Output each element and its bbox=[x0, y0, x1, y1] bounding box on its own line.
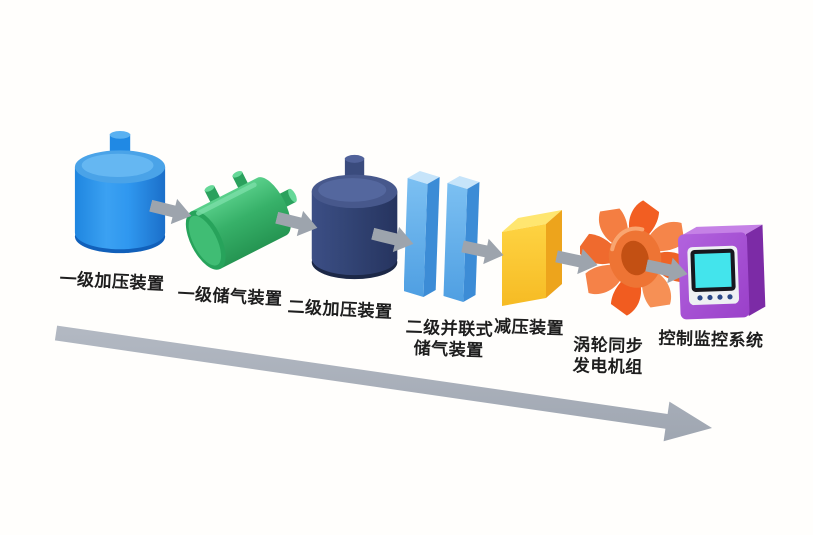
connector-arrow-5 bbox=[555, 248, 598, 275]
device-control-monitor-system bbox=[676, 214, 773, 324]
navy-cylinder-icon bbox=[311, 154, 398, 280]
connector-arrow-1 bbox=[149, 198, 192, 225]
device-pressure-reducer bbox=[498, 206, 570, 308]
connector-arrow-3 bbox=[371, 226, 414, 253]
connector-arrow-6 bbox=[645, 257, 688, 284]
green-tank-icon bbox=[185, 170, 297, 270]
yellow-cube-icon bbox=[502, 210, 562, 306]
device-stage1-gas-storage bbox=[180, 160, 302, 284]
control-panel-icon bbox=[677, 224, 766, 320]
twin-columns-icon bbox=[404, 171, 480, 302]
connector-arrow-4 bbox=[461, 238, 504, 265]
blue-cylinder-icon bbox=[74, 130, 166, 254]
device-stage2-compressor bbox=[309, 150, 401, 288]
connector-arrow-2 bbox=[275, 210, 318, 237]
label-control-monitor-system: 控制监控系统 bbox=[658, 328, 764, 352]
device-stage1-compressor bbox=[72, 126, 169, 262]
device-stage2-parallel-gas-storage bbox=[404, 167, 482, 307]
